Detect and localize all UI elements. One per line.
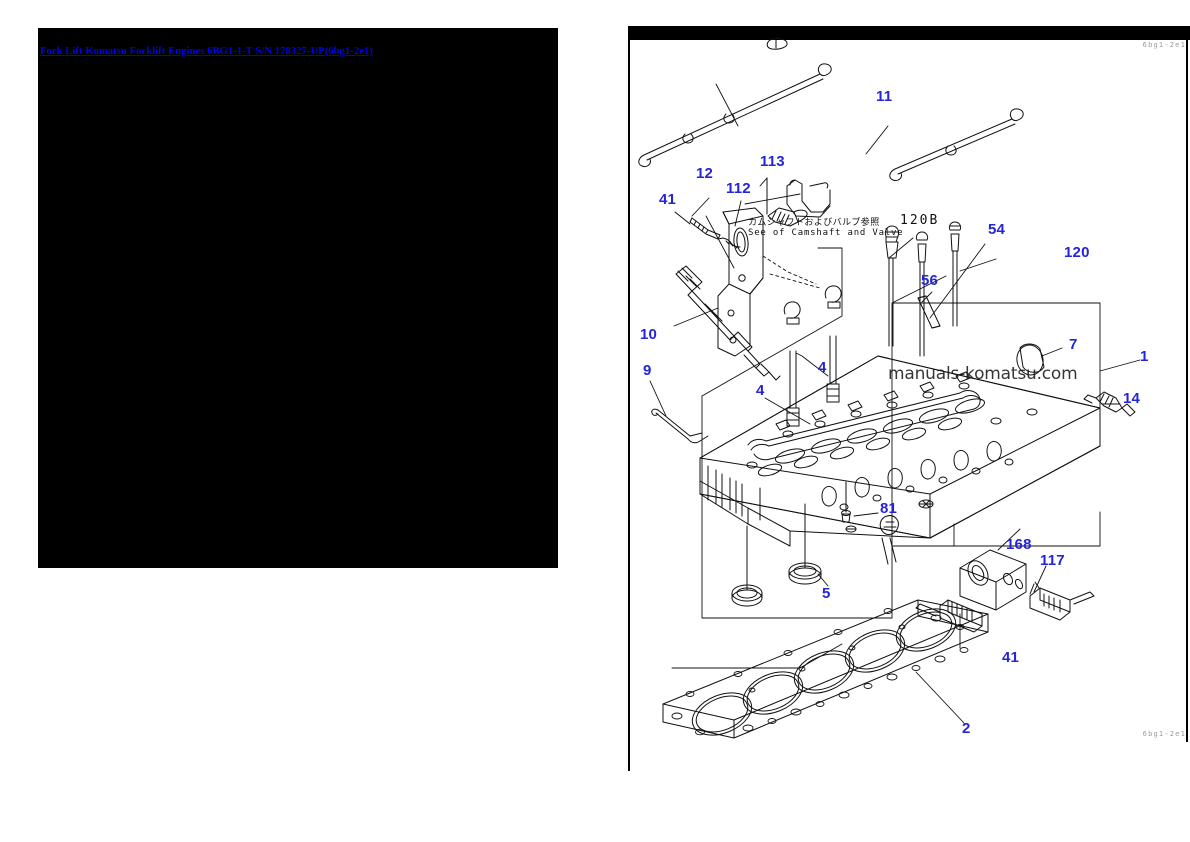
callout-4-right[interactable]: 4 [818,359,827,376]
bolt-14 [1083,391,1136,417]
watermark-text: manuals-komatsu.com [888,364,1078,384]
diagram-frame-border [632,26,1188,742]
small-plug-81c [918,499,934,509]
stud-bolt-41-upper [674,211,741,249]
cap-plug-7 [1016,343,1045,376]
valve-guide-4-left [783,301,801,427]
callout-54[interactable]: 54 [988,221,1006,238]
gasket-holes [671,608,969,736]
parts-diagram-panel: 6bg1-2e1 6bg1-2e1 [628,26,1190,771]
callout-leader-lines [649,83,1141,724]
callout-11[interactable]: 11 [876,88,893,105]
valve-port-row-b [757,417,963,477]
bolt-117 [1029,581,1095,621]
dowel-pin-56 [917,295,941,329]
stud-bolt-41-lower [915,599,983,633]
callout-9[interactable]: 9 [643,362,652,379]
diagram-code-top: 6bg1-2e1 [1142,41,1186,49]
diagram-top-black-bar [630,26,1190,40]
small-clip-part-top [766,38,788,50]
callout-1[interactable]: 1 [1140,348,1149,365]
document-thumbnail-panel: Fork Lift Komatsu Forklift Engines 6BG1-… [38,28,558,568]
small-plug-81 [841,481,851,523]
long-bolt-120b [915,231,929,357]
callout-81[interactable]: 81 [880,500,898,517]
rocker-pedestals [775,371,971,431]
side-face-ports [821,440,1014,511]
diagram-code-bottom: 6bg1-2e1 [1142,730,1186,738]
document-title-link[interactable]: Fork Lift Komatsu Forklift Engines 6BG1-… [40,46,373,57]
callout-12[interactable]: 12 [696,165,714,182]
valve-port-row-a [774,398,986,464]
construction-boxes [671,247,1101,669]
push-rod-right-part [889,108,1024,181]
note-english-text: See of Camshaft and Valve [748,228,904,239]
bolt-113 [766,177,808,227]
callout-168[interactable]: 168 [1006,536,1032,553]
callout-56[interactable]: 56 [921,272,939,289]
note-japanese-text: カムシャフトおよびバルブ参照 [748,218,880,228]
injector-10 [675,265,781,381]
callout-14[interactable]: 14 [1123,390,1141,407]
bracket-168 [959,549,1027,611]
valve-guide-4-right [824,285,842,403]
callout-113[interactable]: 113 [760,153,785,170]
callout-112[interactable]: 112 [726,180,751,197]
small-plug-81b [845,525,857,533]
note-leader [762,255,821,289]
camshaft-valve-reference-note: カムシャフトおよびバルブ参照 See of Camshaft and Valve [748,218,903,238]
spring-part [879,515,899,565]
callout-7[interactable]: 7 [1069,336,1078,353]
callout-41-lower[interactable]: 41 [1002,649,1020,666]
callout-10[interactable]: 10 [640,326,658,343]
gasket-bores [691,608,957,736]
callout-120b[interactable]: 120B [900,213,940,228]
callout-41-upper[interactable]: 41 [659,191,677,208]
long-bolt-120 [948,221,962,327]
push-rod-left-part [638,63,832,167]
callout-4-left[interactable]: 4 [756,382,765,399]
callout-5[interactable]: 5 [822,585,831,602]
callout-120[interactable]: 120 [1064,244,1090,261]
callout-2[interactable]: 2 [962,720,971,737]
callout-117[interactable]: 117 [1040,552,1065,569]
cylinder-head-assembly-drawing [638,38,1141,739]
rod-9 [651,408,709,444]
head-gasket-2 [662,599,989,739]
